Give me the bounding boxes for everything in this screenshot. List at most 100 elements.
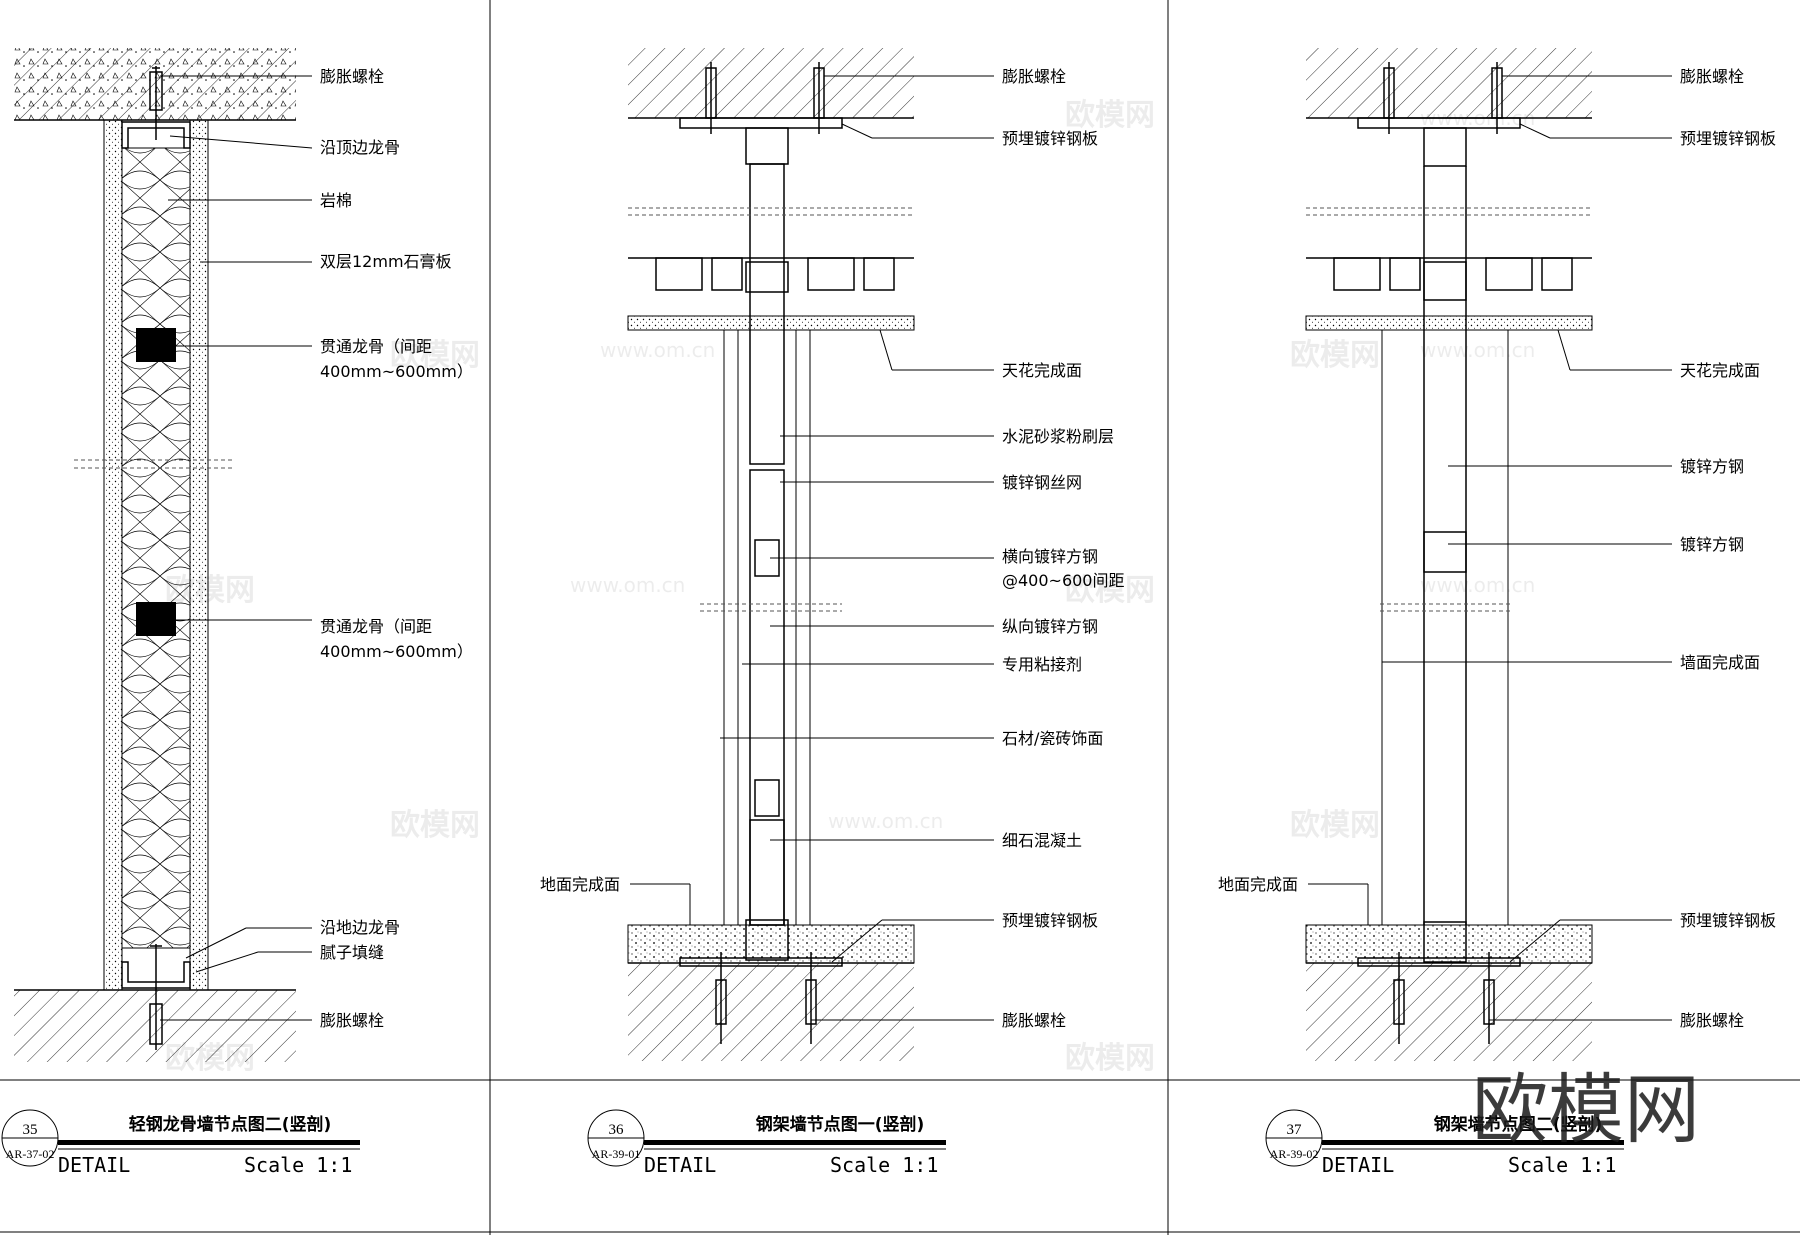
detail-37-title-block: 37 AR-39-02 钢架墙节点图二(竖剖) DETAIL Scale 1:1 (1265, 1109, 1624, 1177)
watermark-text: 欧模网 (390, 338, 480, 373)
watermark-url: www.om.cn (600, 338, 715, 362)
detail-scale: Scale 1:1 (830, 1153, 938, 1177)
render-layer-upper (749, 163, 785, 465)
ceiling-joists (1306, 257, 1592, 291)
floor-slab (1306, 963, 1592, 1061)
rock-wool (121, 147, 191, 949)
floor-screed (1305, 924, 1593, 964)
label-floor-finish: 地面完成面 (1218, 875, 1298, 894)
detail-35-leaders (160, 75, 313, 1021)
square-tube-bottom (1423, 921, 1467, 963)
label-top-track: 沿顶边龙骨 (320, 138, 400, 157)
label-square-tube: 镀锌方钢 (1680, 457, 1744, 476)
anchor-bolts-top (1383, 62, 1503, 134)
label-gypsum-board: 双层12mm石膏板 (320, 252, 452, 271)
detail-number: 37 (1287, 1122, 1303, 1138)
detail-36-labels: 膨胀螺栓 预埋镀锌钢板 天花完成面 水泥砂浆粉刷层 镀锌钢丝网 横向镀锌方钢 @… (540, 67, 1125, 1030)
detail-36-drawing (627, 48, 994, 1061)
detail-word: DETAIL (58, 1153, 130, 1177)
watermark-url: www.om.cn (1420, 573, 1535, 597)
label-anchor-bolt: 膨胀螺栓 (320, 67, 384, 86)
detail-ref: AR-37-02 (6, 1147, 55, 1161)
square-tube-top (745, 127, 789, 165)
bottom-track (121, 961, 191, 989)
top-track (121, 121, 191, 149)
floor-screed (627, 924, 915, 964)
label-adhesive: 专用粘接剂 (1002, 655, 1082, 674)
watermark-url: www.om.cn (1420, 106, 1535, 130)
label-putty-joint: 腻子填缝 (320, 943, 384, 962)
label-wire-mesh: 镀锌钢丝网 (1002, 473, 1082, 492)
ceiling-square-tube (1423, 261, 1467, 301)
embedded-plate-bottom (1357, 957, 1521, 967)
watermarks: 欧模网 www.om.cn 欧模网 www.om.cn 欧模网 www.om.c… (165, 98, 1535, 1076)
detail-scale: Scale 1:1 (1508, 1153, 1616, 1177)
label-embedded-plate: 预埋镀锌钢板 (1002, 911, 1098, 930)
through-stud-upper (136, 328, 176, 362)
label-wall-finish: 墙面完成面 (1680, 653, 1760, 672)
horizontal-square-tube-2 (754, 779, 780, 817)
watermark-text: 欧模网 (165, 573, 255, 608)
square-tube-bottom (745, 919, 789, 961)
label-fine-concrete: 细石混凝土 (1002, 831, 1082, 850)
watermark-url: www.om.cn (570, 573, 685, 597)
watermark-text: 欧模网 (1065, 98, 1155, 133)
label-horizontal-tube: 横向镀锌方钢 (1002, 547, 1098, 566)
label-vertical-tube: 纵向镀锌方钢 (1002, 617, 1098, 636)
label-ceiling-finish: 天花完成面 (1002, 361, 1082, 380)
watermark-logo: 欧模网 (1472, 1065, 1700, 1154)
watermark-text: 欧模网 (1065, 573, 1155, 608)
watermark-url: www.om.cn (1420, 338, 1535, 362)
label-anchor-bolt: 膨胀螺栓 (320, 1011, 384, 1030)
label-embedded-plate: 预埋镀锌钢板 (1002, 129, 1098, 148)
anchor-bolt-top (149, 66, 163, 140)
label-through-stud-spacing: 400mm~600mm） (320, 362, 473, 381)
fine-concrete (749, 819, 785, 926)
detail-35-labels: 膨胀螺栓 沿顶边龙骨 岩棉 双层12mm石膏板 贯通龙骨（间距 400mm~60… (320, 67, 473, 1030)
anchor-bolts-bottom (1393, 952, 1495, 1044)
detail-scale: Scale 1:1 (244, 1153, 352, 1177)
watermark-text: 欧模网 (1065, 1041, 1155, 1076)
detail-title: 轻钢龙骨墙节点图二(竖剖) (129, 1114, 332, 1135)
label-anchor-bolt: 膨胀螺栓 (1680, 1011, 1744, 1030)
watermark-text: 欧模网 (1290, 808, 1380, 843)
detail-35-title-block: 35 AR-37-02 轻钢龙骨墙节点图二(竖剖) DETAIL Scale 1… (1, 1109, 360, 1177)
detail-36-leaders (630, 75, 994, 1021)
label-through-stud: 贯通龙骨（间距 (320, 617, 432, 636)
label-anchor-bolt: 膨胀螺栓 (1002, 1011, 1066, 1030)
label-embedded-plate: 预埋镀锌钢板 (1680, 911, 1776, 930)
detail-title: 钢架墙节点图二(竖剖) (1434, 1114, 1603, 1135)
ceiling-slab (628, 48, 914, 118)
anchor-bolt-bottom (149, 944, 163, 1050)
detail-37-drawing (1305, 48, 1672, 1061)
label-cement-render: 水泥砂浆粉刷层 (1002, 427, 1114, 446)
ceiling-finish (627, 315, 915, 331)
detail-number: 36 (609, 1122, 625, 1138)
gypsum-board-right (189, 119, 209, 991)
detail-word: DETAIL (644, 1153, 716, 1177)
detail-35-drawing (14, 48, 313, 1062)
detail-36-title-block: 36 AR-39-01 钢架墙节点图一(竖剖) DETAIL Scale 1:1 (587, 1109, 946, 1177)
label-anchor-bolt: 膨胀螺栓 (1680, 67, 1744, 86)
detail-37-leaders (1308, 75, 1672, 1021)
embedded-plate-bottom (679, 957, 843, 967)
detail-ref: AR-39-01 (592, 1147, 641, 1161)
embedded-plate-top (679, 117, 843, 129)
floor-slab (14, 990, 296, 1062)
detail-ref: AR-39-02 (1270, 1147, 1319, 1161)
watermark-text: 欧模网 (165, 1041, 255, 1076)
watermark-text: 欧模网 (390, 808, 480, 843)
floor-slab (628, 963, 914, 1061)
label-bottom-track: 沿地边龙骨 (320, 918, 400, 937)
label-anchor-bolt: 膨胀螺栓 (1002, 67, 1066, 86)
square-tube-top (1423, 127, 1467, 167)
label-square-tube: 镀锌方钢 (1680, 535, 1744, 554)
render-layer-lower (749, 469, 785, 926)
label-through-stud-spacing: 400mm~600mm） (320, 642, 473, 661)
watermark-text: 欧模网 (1290, 338, 1380, 373)
label-rock-wool: 岩棉 (320, 191, 352, 210)
label-through-stud: 贯通龙骨（间距 (320, 337, 432, 356)
label-ceiling-finish: 天花完成面 (1680, 361, 1760, 380)
